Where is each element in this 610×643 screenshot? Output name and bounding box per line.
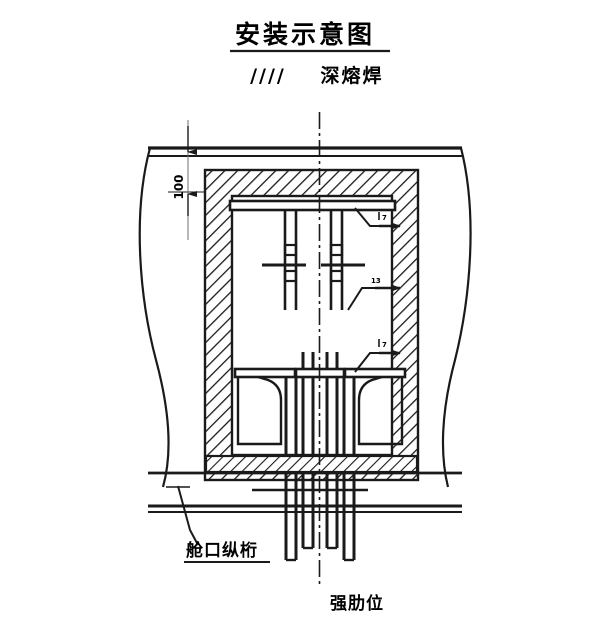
break-line-right (441, 147, 472, 488)
weld-callout-middle: 13 (347, 277, 401, 311)
weld-callout-bottom-value: 7 (382, 341, 387, 349)
bracket-left-profile (236, 375, 283, 446)
bracket-right (357, 375, 404, 446)
upper-stiffener-left-detail-bottom (283, 269, 298, 283)
deck-plate-top (148, 146, 462, 157)
dimension-100-value: 100 (172, 174, 186, 199)
upper-stiffener-right-detail-top (329, 243, 344, 257)
weld-symbol-legend-glyph: //// (250, 65, 286, 87)
label-hatch-girder-text: 舱口纵桁 (186, 540, 258, 561)
label-strong-frame-text: 强肋位 (330, 593, 384, 614)
weld-symbol-legend-label: 深熔焊 (320, 64, 383, 87)
weld-callout-top: 7 (354, 207, 401, 230)
lower-shelf-plate-right (343, 367, 407, 379)
lower-shelf-plate-left (233, 367, 297, 379)
label-hatch-girder: 舱口纵桁 (166, 485, 270, 563)
weld-callout-middle-value: 13 (371, 277, 381, 285)
bottom-deck-section-fill (204, 454, 419, 474)
upper-stiffener-right (329, 210, 344, 310)
dimension-100: 100 (168, 120, 216, 240)
upper-stiffener-left-detail-top (283, 243, 298, 257)
label-strong-frame: 强肋位 (330, 593, 384, 614)
inner-top-plate (228, 199, 397, 212)
section-hatch-fill (205, 170, 418, 480)
weld-callout-bottom: 7 (354, 339, 401, 373)
section-hatch-frame (203, 168, 420, 482)
hatch-girder-plate (148, 471, 462, 513)
upper-stiffener-right-detail-bottom (329, 269, 344, 283)
page-title: 安装示意图 (235, 20, 375, 49)
break-line-left (138, 147, 170, 488)
weld-callout-top-value: 7 (382, 214, 387, 222)
label-hatch-girder-leader (177, 485, 199, 546)
title-block: 安装示意图 //// 深熔焊 (230, 20, 390, 87)
bracket-left (236, 375, 283, 446)
inner-top-plate-body (228, 199, 397, 212)
bottom-deck-section (204, 454, 419, 474)
bracket-right-profile (357, 375, 404, 446)
upper-stiffener-left (283, 210, 298, 310)
